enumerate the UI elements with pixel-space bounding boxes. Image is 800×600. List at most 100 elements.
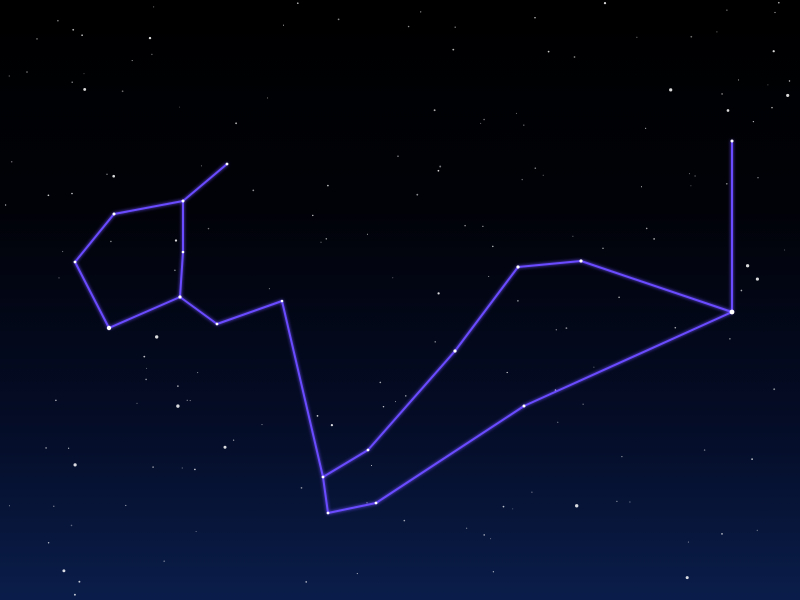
background-star (177, 385, 179, 387)
background-star (602, 247, 604, 249)
background-star (45, 446, 48, 449)
background-star (125, 504, 127, 507)
background-star (197, 372, 199, 374)
background-star (186, 399, 188, 401)
star (321, 475, 325, 479)
star (522, 404, 526, 408)
background-star (71, 192, 73, 195)
background-star (726, 9, 728, 11)
background-star (616, 500, 618, 503)
background-star (669, 88, 673, 92)
background-star (325, 238, 328, 240)
background-star (296, 2, 299, 5)
background-star (752, 120, 755, 123)
background-star (593, 366, 595, 368)
background-star (521, 178, 523, 181)
background-star (330, 423, 334, 427)
background-star (176, 404, 180, 408)
background-star (78, 580, 81, 583)
background-star (433, 109, 436, 112)
constellation-stars (73, 139, 735, 515)
background-star (437, 169, 440, 172)
background-star (152, 466, 154, 468)
star (516, 265, 520, 269)
background-star (690, 35, 693, 38)
background-star (492, 571, 495, 573)
background-star (316, 415, 319, 417)
background-star (61, 250, 64, 253)
background-star (235, 122, 238, 125)
background-star (483, 118, 485, 121)
background-star (300, 487, 303, 489)
background-star (687, 541, 689, 543)
background-star (745, 264, 750, 268)
background-star (194, 468, 196, 471)
star (112, 212, 116, 216)
background-star (252, 189, 255, 192)
background-star (174, 269, 176, 272)
background-star (155, 335, 159, 339)
background-star (557, 421, 559, 423)
background-star (757, 177, 759, 179)
star (579, 259, 583, 263)
star (225, 162, 229, 166)
background-star (512, 508, 514, 510)
constellation-line-tail (322, 140, 733, 514)
star (729, 309, 735, 315)
background-star (55, 399, 57, 402)
background-star (437, 292, 440, 295)
background-star (774, 11, 776, 14)
background-star (603, 1, 607, 5)
background-star (515, 112, 517, 114)
background-star (721, 92, 724, 95)
background-star (8, 505, 10, 507)
background-star (439, 165, 442, 168)
background-star (716, 31, 718, 33)
background-star (756, 529, 758, 532)
background-star (174, 239, 178, 242)
background-star (773, 388, 776, 391)
star (181, 250, 185, 254)
background-star (36, 38, 38, 40)
background-star (434, 341, 436, 343)
background-star (4, 204, 7, 206)
background-star (726, 109, 730, 112)
star (326, 511, 330, 515)
background-star (516, 299, 519, 302)
background-star (57, 19, 59, 22)
background-star (694, 175, 696, 177)
background-star (645, 227, 648, 230)
background-star (420, 11, 422, 13)
background-star (452, 48, 455, 51)
background-star (207, 227, 210, 230)
background-star (83, 87, 87, 91)
star (106, 325, 112, 331)
background-star (542, 174, 544, 176)
star (366, 448, 370, 452)
background-star (136, 402, 138, 405)
background-star (397, 155, 399, 157)
background-star (143, 355, 146, 358)
background-star (573, 56, 576, 58)
background-star (465, 527, 468, 529)
background-star (67, 447, 70, 449)
background-star (312, 214, 314, 217)
background-star (492, 245, 494, 248)
background-star (8, 75, 10, 77)
constellation-line-head (74, 163, 228, 329)
background-star (416, 193, 419, 196)
background-star (547, 50, 550, 53)
star (374, 501, 378, 505)
background-star (788, 80, 791, 82)
background-star (572, 235, 574, 237)
background-star (582, 403, 584, 405)
background-star (151, 53, 153, 56)
background-star (83, 73, 85, 75)
star (181, 199, 185, 203)
background-star (163, 560, 166, 563)
background-star (618, 296, 620, 299)
background-star (488, 275, 490, 277)
background-star (266, 97, 269, 99)
